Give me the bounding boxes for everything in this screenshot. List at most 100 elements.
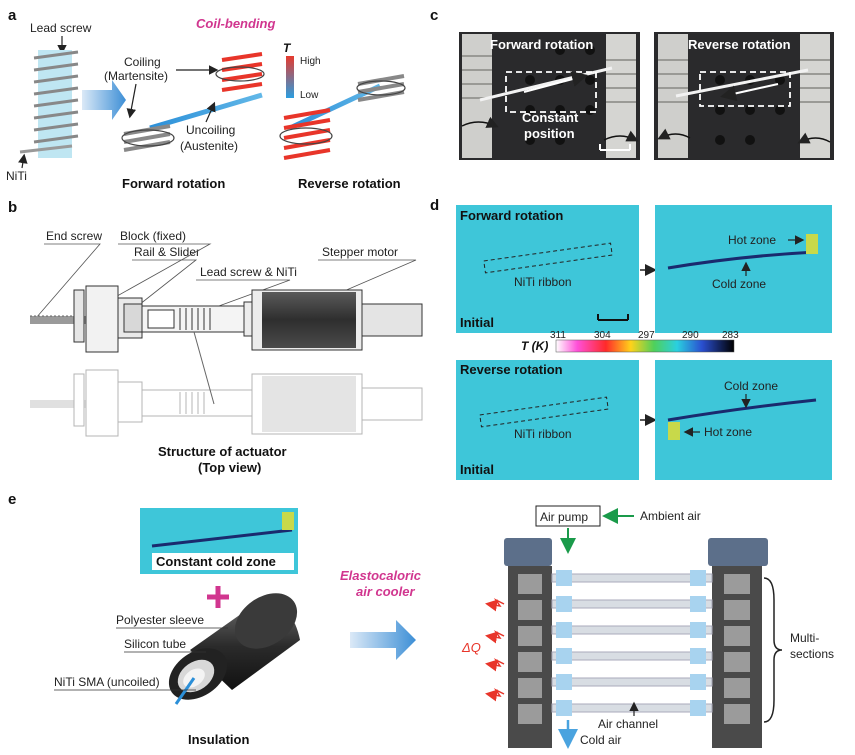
panel-label-c: c	[430, 7, 438, 24]
panel-label-b: b	[8, 199, 17, 216]
stepper-motor-label: Stepper motor	[322, 245, 398, 259]
ribbon-label-reverse: NiTi ribbon	[514, 427, 572, 441]
scale-bar-d	[597, 314, 629, 321]
temp-high-label: High	[300, 56, 321, 67]
coiling-phase-label: (Martensite)	[104, 69, 168, 83]
cold-zone-label-reverse: Cold zone	[724, 379, 778, 393]
air-pump-label: Air pump	[540, 510, 588, 524]
initial-label-reverse: Initial	[460, 462, 494, 477]
ribbon-label-forward: NiTi ribbon	[514, 275, 572, 289]
reverse-photo-label: Reverse rotation	[688, 37, 791, 52]
delta-q-label: ΔQ	[461, 640, 481, 655]
reverse-coil-red	[283, 108, 331, 160]
lead-screw-niti-label: Lead screw & NiTi	[200, 265, 297, 279]
cooler-arrow	[350, 620, 416, 660]
cooler-label-2: air cooler	[356, 584, 415, 599]
reverse-rotation-ring	[356, 80, 406, 96]
thermal-reverse-result	[655, 360, 832, 480]
hot-zone-label-forward: Hot zone	[728, 233, 776, 247]
air-channel-label: Air channel	[598, 717, 658, 731]
constant-cold-label-bg	[152, 553, 294, 570]
reverse-coil-ring	[279, 127, 333, 145]
colorbar	[555, 339, 735, 353]
uncoiling-label: Uncoiling	[186, 123, 235, 137]
block-label: Block (fixed)	[120, 229, 186, 243]
coil-bending-title: Coil-bending	[196, 16, 275, 31]
coiling-arrow	[126, 83, 137, 119]
temp-symbol: T	[283, 41, 292, 55]
cbar-tick-3: 290	[682, 330, 699, 341]
actuator-colored	[30, 285, 423, 353]
niti-ribbon-box-forward	[483, 242, 613, 274]
cbar-tick-2: 297	[638, 330, 655, 341]
plus-sign	[207, 586, 229, 608]
constant-label: Constant	[522, 110, 579, 125]
constant-cold-ribbon	[151, 528, 293, 548]
panel-a: a Coil-bending Lead screw NiTi Coiling (…	[6, 7, 406, 191]
silicon-label: Silicon tube	[124, 637, 186, 651]
thermal-reverse-initial	[456, 360, 639, 480]
forward-rotation-label: Forward rotation	[122, 176, 225, 191]
cbar-tick-1: 304	[594, 330, 611, 341]
reverse-rotation-label: Reverse rotation	[298, 176, 401, 191]
forward-ribbon	[149, 92, 263, 131]
cbar-tick-0: 311	[550, 330, 566, 341]
forward-coil-red	[221, 52, 263, 92]
reverse-coil-grey	[357, 74, 405, 102]
insulation-label: Insulation	[188, 732, 249, 747]
actuator-outline	[30, 369, 423, 437]
cooler-label-1: Elastocaloric	[340, 568, 422, 583]
cbar-tick-4: 283	[722, 330, 739, 341]
initial-label-forward: Initial	[460, 315, 494, 330]
multi-label-1: Multi-	[790, 631, 819, 645]
hot-spot-forward	[806, 234, 818, 254]
coiling-label: Coiling	[124, 55, 161, 69]
photo-reverse	[654, 32, 834, 160]
niti-ribbon-box-reverse	[479, 396, 609, 428]
uncoiling-phase-label: (Austenite)	[180, 139, 238, 153]
forward-rotation-ring	[121, 129, 175, 147]
cooler-body	[504, 538, 768, 748]
panel-b: b End screw Block (fixed) Rail & Slider …	[8, 199, 423, 475]
photo-forward	[459, 32, 640, 160]
thermal-forward-label: Forward rotation	[460, 208, 563, 223]
multi-section-brace	[763, 577, 783, 723]
temp-low-label: Low	[300, 90, 319, 101]
thermal-forward-result	[655, 205, 832, 333]
rail-label: Rail & Slider	[134, 245, 200, 259]
multi-label-2: sections	[790, 647, 834, 661]
insulation-cylinder	[168, 593, 300, 705]
top-view-caption: (Top view)	[198, 460, 261, 475]
temp-gradient-bar	[286, 56, 294, 98]
lead-screw-spring	[19, 50, 79, 158]
niti-arrow	[18, 153, 28, 169]
structure-caption: Structure of actuator	[158, 444, 287, 459]
heat-release-arrows	[485, 598, 505, 702]
thermal-forward-initial	[456, 205, 639, 333]
uncoiling-arrow	[205, 101, 216, 123]
process-arrow	[82, 80, 126, 120]
hot-zone-label-reverse: Hot zone	[704, 425, 752, 439]
niti-label: NiTi	[6, 169, 27, 183]
panel-c: c Forward rotation Constant position	[430, 7, 834, 160]
polyester-label: Polyester sleeve	[116, 613, 204, 627]
cold-zone-label-forward: Cold zone	[712, 277, 766, 291]
colorbar-label: T (K)	[521, 339, 548, 353]
air-pump-box	[535, 505, 601, 527]
cold-air-label: Cold air	[580, 733, 621, 747]
panel-label-e: e	[8, 491, 16, 508]
ambient-air-label: Ambient air	[640, 509, 701, 523]
panel-d: d Forward rotation NiTi ribbon Initial H…	[430, 197, 832, 480]
position-label: position	[524, 126, 575, 141]
cold-ribbon-reverse	[667, 398, 817, 422]
lead-screw-label: Lead screw	[30, 21, 92, 35]
end-screw-label: End screw	[46, 229, 102, 243]
constant-cold-label: Constant cold zone	[156, 554, 276, 569]
hot-spot-reverse	[668, 422, 680, 440]
panel-label-a: a	[8, 7, 17, 24]
cold-ribbon-forward	[667, 250, 817, 270]
panel-e: e Constant cold zone Polyester sleeve Si…	[8, 491, 834, 749]
thermal-reverse-label: Reverse rotation	[460, 362, 563, 377]
niti-sma-label: NiTi SMA (uncoiled)	[54, 675, 160, 689]
